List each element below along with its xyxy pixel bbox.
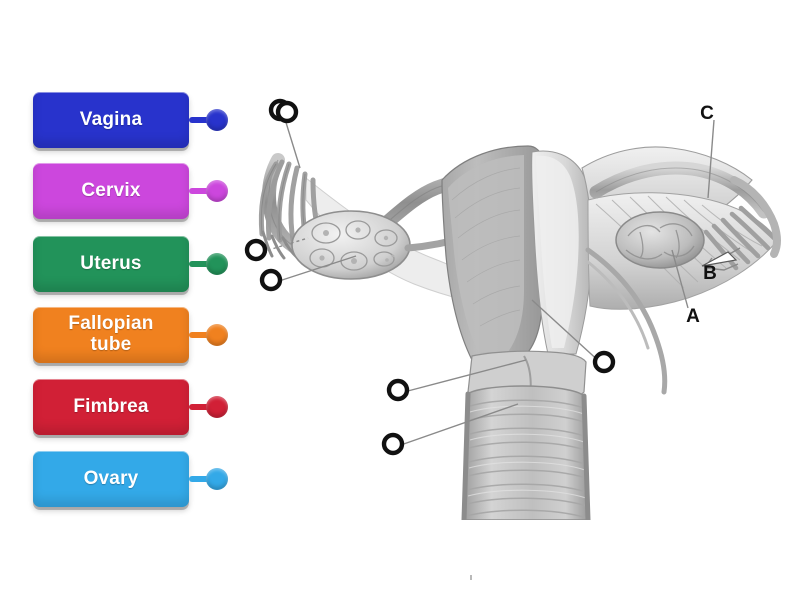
stray-speck xyxy=(470,575,472,580)
drop-target-uterus xyxy=(592,350,616,374)
connector-dot[interactable] xyxy=(206,180,228,202)
drop-target-fallopian-2 xyxy=(275,100,299,124)
label-tile-fimbrea[interactable]: Fimbrea xyxy=(33,379,189,435)
label-tile-text: Vagina xyxy=(79,108,143,130)
connector-stem xyxy=(189,188,211,194)
connector-stem xyxy=(189,404,211,410)
label-connector-uterus xyxy=(189,236,235,292)
drop-target-fimbrea xyxy=(244,238,268,262)
label-tile-text: Fallopian tube xyxy=(68,313,154,355)
label-connector-ovary xyxy=(189,451,235,507)
letter-marker-b: B xyxy=(703,263,717,284)
label-tile-ovary[interactable]: Ovary xyxy=(33,451,189,507)
label-tile-fallopian-tube[interactable]: Fallopian tube xyxy=(33,307,189,363)
label-connector-vagina xyxy=(189,92,235,148)
label-list: Vagina Cervix Uterus Fallopian tube xyxy=(0,0,240,600)
letter-marker-c: C xyxy=(700,103,714,124)
label-tile-uterus[interactable]: Uterus xyxy=(33,236,189,292)
label-tile-text: Ovary xyxy=(83,467,139,489)
connector-stem xyxy=(189,117,211,123)
connector-dot[interactable] xyxy=(206,109,228,131)
connector-dot[interactable] xyxy=(206,324,228,346)
label-tile-text: Fimbrea xyxy=(73,395,149,417)
connector-stem xyxy=(189,332,211,338)
connector-dot[interactable] xyxy=(206,468,228,490)
anatomy-diagram: C B A xyxy=(236,60,800,580)
drop-target-ovary xyxy=(259,268,283,292)
connector-dot[interactable] xyxy=(206,396,228,418)
connector-stem xyxy=(189,476,211,482)
label-tile-vagina[interactable]: Vagina xyxy=(33,92,189,148)
letter-marker-a: A xyxy=(686,306,700,327)
label-tile-cervix[interactable]: Cervix xyxy=(33,163,189,219)
drop-target-rings xyxy=(244,98,616,456)
connector-dot[interactable] xyxy=(206,253,228,275)
connector-stem xyxy=(189,261,211,267)
drop-target-cervix xyxy=(386,378,410,402)
label-connector-cervix xyxy=(189,163,235,219)
drop-target-vagina xyxy=(381,432,405,456)
label-connector-fimbrea xyxy=(189,379,235,435)
label-connector-fallopian-tube xyxy=(189,307,235,363)
label-tile-text: Uterus xyxy=(80,252,142,274)
label-tile-text: Cervix xyxy=(81,179,141,201)
